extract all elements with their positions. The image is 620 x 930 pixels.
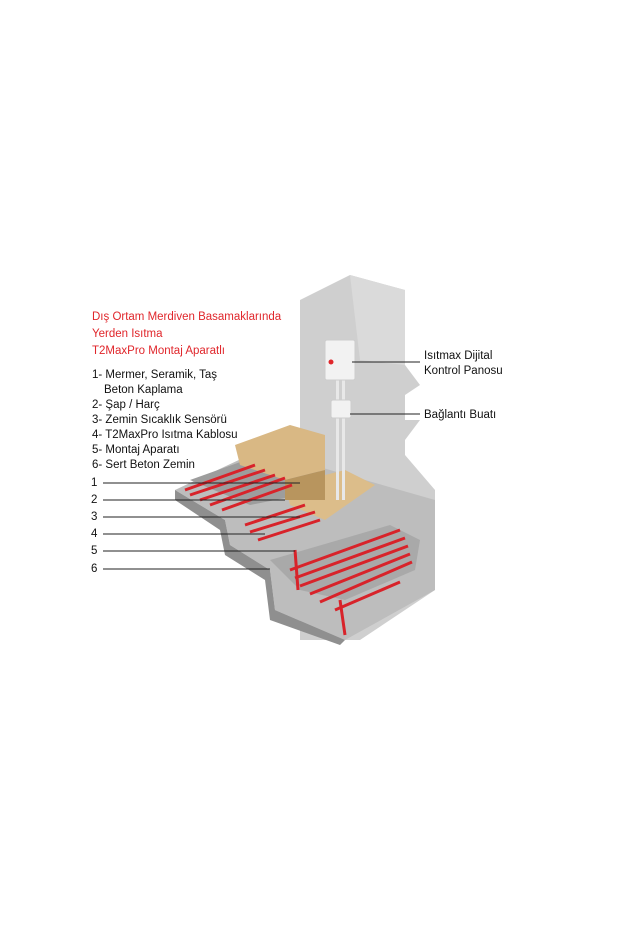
conduit bbox=[342, 380, 345, 500]
marble-step-front bbox=[285, 470, 325, 500]
marble-step-1 bbox=[235, 425, 325, 480]
title-line-2: Yerden Isıtma bbox=[92, 328, 163, 340]
legend-item-1: 1- Mermer, Seramik, Taş bbox=[92, 369, 218, 381]
tread-lower bbox=[270, 525, 420, 600]
callout-number-2: 2 bbox=[91, 494, 98, 506]
conduit bbox=[336, 380, 339, 500]
legend-item-2: 2- Şap / Harç bbox=[92, 399, 160, 411]
callout-number-4: 4 bbox=[91, 528, 98, 540]
callout-number-5: 5 bbox=[91, 545, 98, 557]
control-panel-label-2: Kontrol Panosu bbox=[424, 365, 503, 377]
callout-number-1: 1 bbox=[91, 477, 98, 489]
legend-item-4: 4- T2MaxPro Isıtma Kablosu bbox=[92, 429, 238, 441]
legend-item-6: 6- Sert Beton Zemin bbox=[92, 459, 195, 471]
brand-logo-icon bbox=[328, 359, 334, 365]
legend-item-1-cont: Beton Kaplama bbox=[104, 384, 183, 396]
concrete-side bbox=[175, 490, 345, 645]
wall-front bbox=[350, 275, 405, 365]
callout-lines bbox=[103, 361, 420, 570]
legend-item-5: 5- Montaj Aparatı bbox=[92, 444, 180, 456]
control-panel-box bbox=[324, 339, 356, 381]
callout-number-6: 6 bbox=[91, 563, 98, 575]
junction-box bbox=[330, 399, 352, 419]
legend-item-3: 3- Zemin Sıcaklık Sensörü bbox=[92, 414, 227, 426]
title-line-3: T2MaxPro Montaj Aparatlı bbox=[92, 345, 225, 357]
control-panel-label-1: Isıtmax Dijital bbox=[424, 350, 493, 362]
junction-box-label: Bağlantı Buatı bbox=[424, 409, 497, 421]
title-line-1: Dış Ortam Merdiven Basamaklarında bbox=[92, 311, 282, 323]
callout-number-3: 3 bbox=[91, 511, 98, 523]
